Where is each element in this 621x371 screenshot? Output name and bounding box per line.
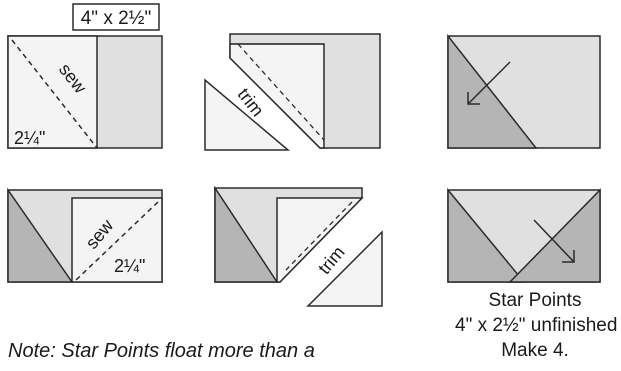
caption-size: 4" x 2½" unfinished (455, 315, 618, 336)
step4-sew-line (75, 201, 159, 281)
step3-unit (447, 33, 601, 149)
size-label-box (72, 3, 160, 31)
caption-count: Make 4. (501, 340, 569, 361)
step6-right-dark-triangle (508, 188, 601, 283)
step1-unit: sew 2¼" (7, 35, 163, 149)
step4-dark-triangle (7, 187, 74, 283)
step1-square-size: 2¼" (14, 128, 45, 148)
step5-unit: trim (214, 185, 383, 307)
caption-title: Star Points (488, 290, 582, 311)
step4-unit: sew 2¼" (7, 187, 163, 283)
note-text: Note: Star Points float more than a (8, 340, 315, 362)
step4-square-size: 2¼" (114, 256, 145, 276)
step5-trimmed-triangle (306, 230, 383, 307)
step1-sew-line (11, 39, 98, 149)
step3-arrow-head (467, 92, 480, 105)
step2-stitch-line (237, 43, 325, 141)
step2-unit: trim (204, 33, 381, 151)
star-points-caption: Star Points 4" x 2½" unfinished Make 4. (455, 288, 618, 363)
step6-arrow-head (562, 250, 575, 263)
step5-stitch-line (285, 201, 353, 271)
step5-corner-square (276, 197, 364, 283)
size-label: 4" x 2½" (81, 8, 152, 29)
step2-trimmed-triangle (204, 78, 291, 151)
step3-press-arrow (467, 61, 511, 105)
step3-dark-triangle (447, 33, 538, 149)
step6-unit (447, 187, 601, 283)
step5-dark-triangle (214, 185, 279, 283)
step6-press-arrow (533, 219, 575, 263)
step6-left-dark-triangle (447, 187, 526, 283)
